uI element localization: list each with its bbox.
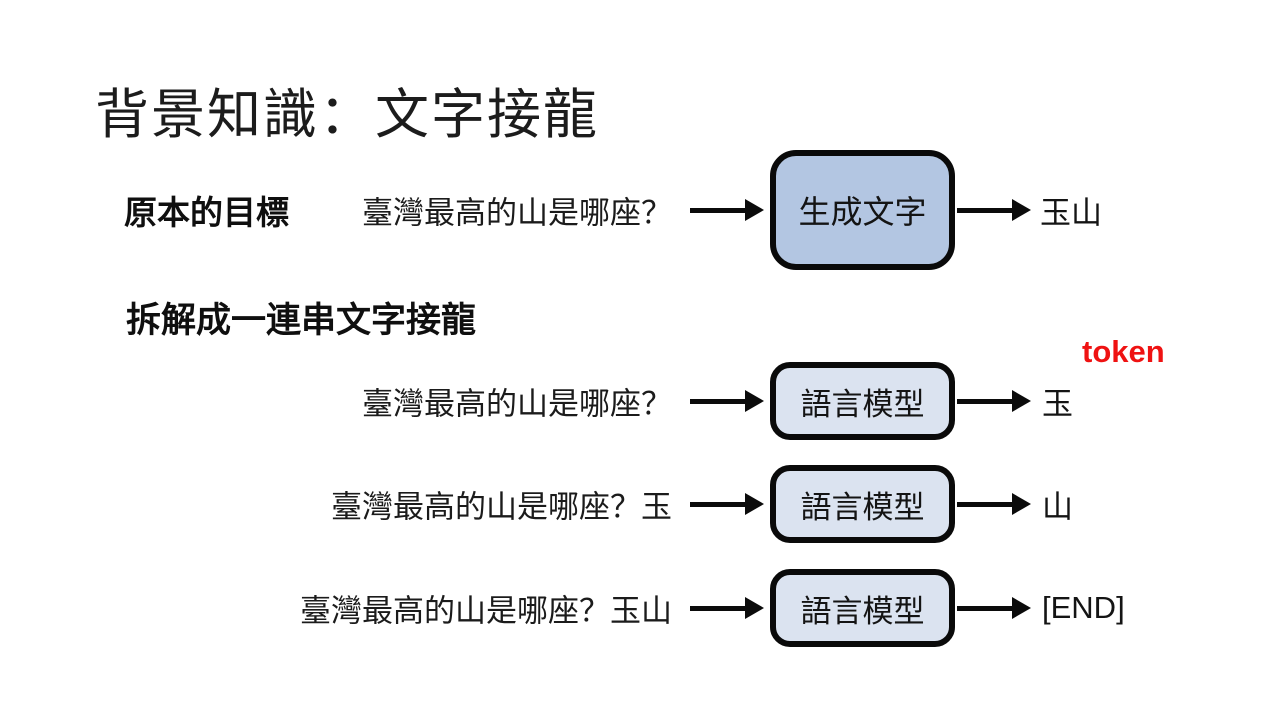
arrow-head (745, 390, 764, 412)
arrow-right-icon (957, 389, 1031, 413)
original-goal-label: 原本的目標 (124, 194, 289, 231)
arrow-head (1012, 493, 1031, 515)
language-model-box: 語言模型 (770, 362, 955, 440)
language-model-box: 語言模型 (770, 569, 955, 647)
token-annotation: token (1082, 334, 1165, 369)
arrow-right-icon (690, 389, 764, 413)
arrow-right-icon (690, 596, 764, 620)
language-model-box-label: 語言模型 (800, 386, 925, 422)
chain-row-output: 山 (1042, 489, 1073, 525)
language-model-box-label: 語言模型 (800, 593, 925, 629)
arrow-line (690, 605, 745, 611)
decompose-label: 拆解成一連串文字接龍 (126, 301, 477, 340)
arrow-right-icon (957, 198, 1031, 222)
arrow-line (690, 398, 745, 404)
arrow-head (1012, 390, 1031, 412)
generate-text-box-label: 生成文字 (798, 194, 927, 230)
arrow-head (745, 199, 764, 221)
arrow-line (957, 207, 1012, 213)
arrow-line (957, 605, 1012, 611)
chain-row-input: 臺灣最高的山是哪座？玉 (331, 489, 672, 525)
arrow-right-icon (690, 198, 764, 222)
generate-text-box: 生成文字 (770, 150, 955, 270)
arrow-head (1012, 199, 1031, 221)
arrow-head (745, 597, 764, 619)
arrow-line (690, 207, 745, 213)
original-goal-input: 臺灣最高的山是哪座？ (362, 195, 672, 231)
chain-row-input: 臺灣最高的山是哪座？玉山 (300, 593, 672, 629)
language-model-box-label: 語言模型 (800, 489, 925, 525)
language-model-box: 語言模型 (770, 465, 955, 543)
chain-row-output: 玉 (1042, 386, 1073, 422)
chain-row-input: 臺灣最高的山是哪座？ (362, 386, 672, 422)
arrow-right-icon (690, 492, 764, 516)
arrow-head (745, 493, 764, 515)
arrow-line (690, 501, 745, 507)
arrow-right-icon (957, 492, 1031, 516)
arrow-right-icon (957, 596, 1031, 620)
chain-row-output: [END] (1042, 590, 1125, 625)
arrow-line (957, 398, 1012, 404)
original-goal-output: 玉山 (1040, 195, 1102, 231)
arrow-head (1012, 597, 1031, 619)
arrow-line (957, 501, 1012, 507)
page-title: 背景知識：文字接龍 (95, 85, 599, 145)
